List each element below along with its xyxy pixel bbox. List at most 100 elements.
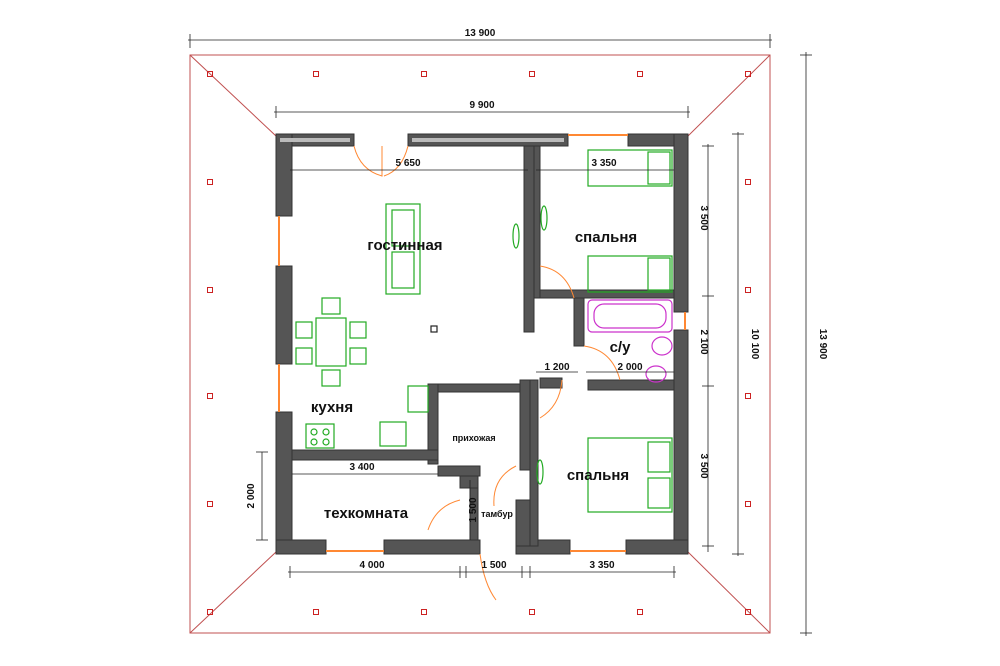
- dim-bath-right: 2 000: [617, 362, 642, 373]
- roof-post: [745, 71, 751, 77]
- roof-hip-tr: [687, 54, 771, 137]
- dim-utility-height: 2 000: [246, 483, 257, 508]
- wall-bath-bottom-2: [587, 379, 675, 391]
- wall-bath-left: [573, 297, 585, 347]
- dimension-lines: [188, 34, 812, 636]
- roof-post: [745, 287, 751, 293]
- wall-left-2: [275, 265, 293, 365]
- roof-post: [637, 609, 643, 615]
- dim-house-right: 10 100: [749, 329, 760, 360]
- dim-bath-height: 2 100: [698, 329, 709, 354]
- wall-int-vert-1: [523, 145, 535, 333]
- roof-post: [421, 609, 427, 615]
- roof-hip-br: [687, 551, 771, 634]
- kitchen-sink: [379, 421, 407, 447]
- dim-bedroom-top-height: 3 500: [698, 205, 709, 230]
- roof-post: [745, 393, 751, 399]
- chair: [321, 369, 341, 387]
- bed-top-2: [587, 255, 673, 293]
- wall-bath-top: [539, 289, 675, 299]
- wall-int-vert-1b: [533, 145, 541, 299]
- room-label-bathroom: с/у: [610, 339, 632, 356]
- roof-hip-tl: [189, 54, 277, 137]
- dim-bath-left: 1 200: [544, 362, 569, 373]
- door-bath: [583, 345, 621, 381]
- roof-post: [313, 609, 319, 615]
- toilet: [645, 365, 667, 383]
- wall-utility-top: [291, 449, 439, 461]
- dim-overall-top: 13 900: [465, 28, 496, 39]
- room-label-utility: техкомната: [324, 505, 409, 522]
- door-bedroom-bottom: [539, 379, 563, 419]
- dim-living-width: 5 650: [395, 158, 420, 169]
- roof-post: [207, 609, 213, 615]
- door-entry-right: [383, 145, 409, 177]
- roof-outline: [189, 54, 771, 634]
- roof-post: [745, 501, 751, 507]
- bed-bottom: [587, 437, 673, 513]
- wall-bottom-2: [383, 539, 481, 555]
- wall-int-vert-2: [519, 379, 531, 471]
- room-label-kitchen: кухня: [311, 399, 353, 416]
- wall-hall-top: [427, 383, 521, 393]
- wall-highlights: [280, 138, 564, 142]
- wall-bottom-4: [625, 539, 689, 555]
- roof-post: [207, 393, 213, 399]
- roof-post: [637, 71, 643, 77]
- dim-bottom-mid: 1 500: [481, 560, 506, 571]
- door-entry-left: [353, 145, 383, 177]
- room-label-bedroom-top: спальня: [575, 229, 637, 246]
- door-bedroom-top: [539, 265, 575, 299]
- roof-post: [207, 287, 213, 293]
- door-vestibule: [493, 465, 517, 507]
- room-label-hallway: прихожая: [452, 433, 495, 443]
- sofa: [385, 203, 421, 295]
- plant: [540, 205, 548, 231]
- bath-fixtures: [587, 299, 673, 383]
- room-label-bedroom-bottom: спальня: [567, 467, 629, 484]
- wall-hall-left: [427, 383, 439, 465]
- roof-post: [313, 71, 319, 77]
- wall-vestibule-post: [459, 475, 479, 489]
- roof-hip-bl: [189, 551, 277, 634]
- wall-int-vert-2b: [529, 379, 539, 547]
- windows: [278, 134, 686, 552]
- dining-table: [315, 317, 347, 367]
- roof-post: [745, 609, 751, 615]
- bed-top-1: [587, 149, 673, 187]
- plant: [536, 459, 544, 485]
- plant: [512, 223, 520, 249]
- dim-bottom-right: 3 350: [589, 560, 614, 571]
- furniture: [295, 149, 673, 513]
- roof-post: [421, 71, 427, 77]
- dim-bedroom-width: 3 350: [591, 158, 616, 169]
- dimension-labels: 13 900 13 900 9 900 10 100 5 650 3 350 3…: [246, 28, 828, 571]
- chair: [349, 347, 367, 365]
- wall-int-vert-2c: [515, 499, 531, 547]
- walls: [275, 133, 689, 555]
- doors: [353, 145, 621, 601]
- dim-bedroom-bottom-height: 3 500: [698, 453, 709, 478]
- roof-post: [745, 179, 751, 185]
- roof-post: [207, 179, 213, 185]
- wall-bath-bottom-1: [539, 377, 563, 389]
- room-label-living: гостинная: [367, 237, 442, 254]
- wall-left-1: [275, 133, 293, 217]
- dim-utility-width: 3 400: [349, 462, 374, 473]
- wall-left-3: [275, 411, 293, 555]
- wall-bottom-1: [275, 539, 327, 555]
- roof-posts: [207, 71, 751, 615]
- dim-house-top: 9 900: [469, 100, 494, 111]
- room-labels: гостинная спальня с/у кухня прихожая спа…: [311, 229, 637, 522]
- roof-perimeter: [189, 54, 771, 634]
- fridge: [407, 385, 429, 413]
- bathtub: [587, 299, 673, 333]
- chair: [295, 347, 313, 365]
- roof-post: [529, 609, 535, 615]
- roof-post: [529, 71, 535, 77]
- wall-hall-step: [437, 465, 481, 477]
- stove: [305, 423, 335, 449]
- center-marker: [430, 325, 438, 333]
- wall-right-1: [673, 133, 689, 313]
